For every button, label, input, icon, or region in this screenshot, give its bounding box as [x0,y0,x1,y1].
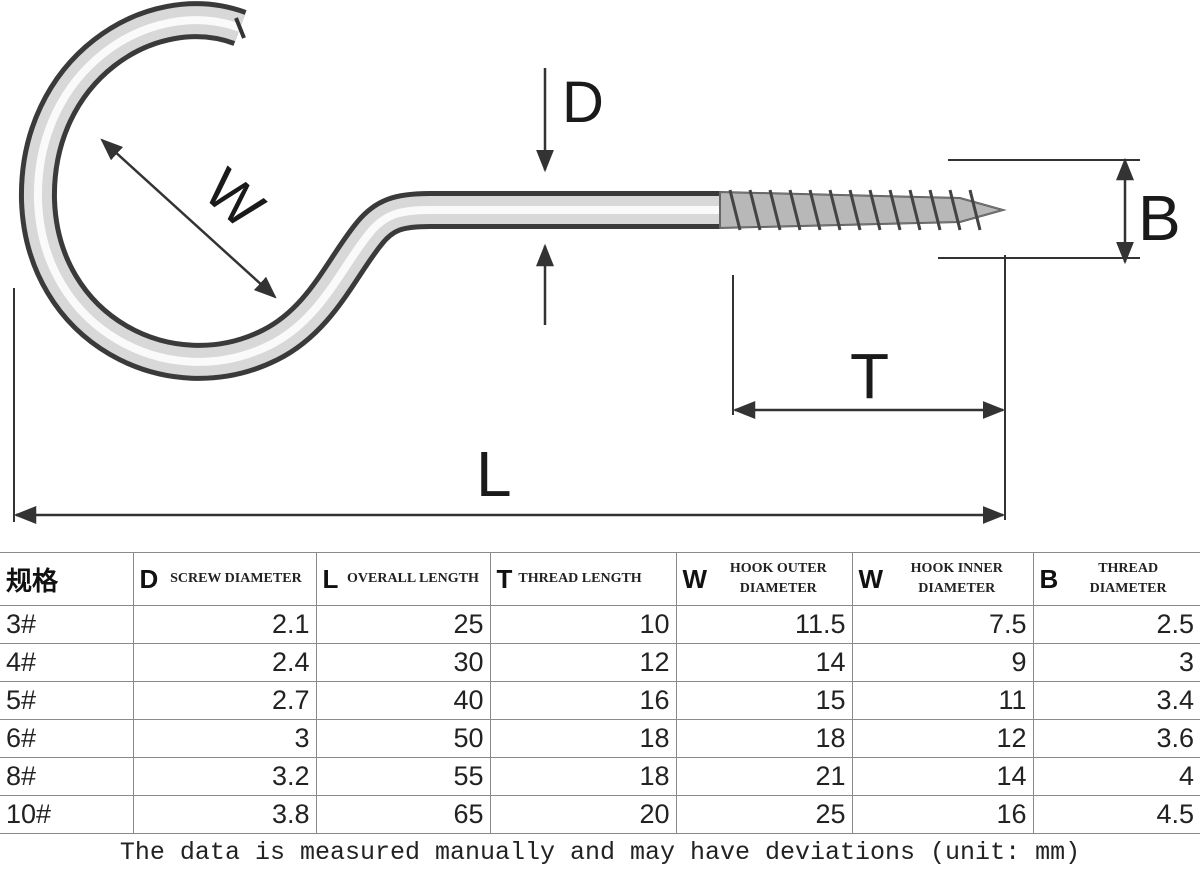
label-l: L [476,438,512,510]
value-cell: 20 [489,795,677,834]
label-b: B [1138,182,1181,254]
thread-tooth [888,189,902,231]
value-cell: 2.1 [132,605,317,644]
dimension-w: W [100,138,277,299]
value-cell: 3 [132,719,317,758]
screw-hook-diagram: D W B T L [13,1,1181,524]
value-cell: 9 [851,643,1034,682]
spec-label: 规格 [6,565,59,596]
size-cell: 8# [0,757,134,796]
value-cell: 50 [315,719,491,758]
thread-tooth [728,189,742,231]
header-symbol: L [322,563,339,594]
hook-body [18,1,720,381]
header-desc: THREAD LENGTH [518,571,642,586]
value-cell: 3 [1032,643,1200,682]
value-cell: 4.5 [1032,795,1200,834]
size-cell: 4# [0,643,134,682]
value-cell: 12 [489,643,677,682]
thread-tooth [928,189,942,231]
thread-tooth [968,189,982,231]
header-thread-length: T THREAD LENGTH [489,552,677,606]
value-cell: 40 [315,681,491,720]
header-desc: SCREW DIAMETER [170,571,302,586]
dimension-d: D [536,68,604,325]
value-cell: 4 [1032,757,1200,796]
spec-table: 规格 D SCREW DIAMETER L OVERALL LENGTH T THRE… [0,552,1200,834]
size-cell: 6# [0,719,134,758]
footnote: The data is measured manually and may ha… [119,838,1081,867]
value-cell: 11.5 [675,605,853,644]
value-cell: 25 [675,795,853,834]
header-spec: 规格 [0,552,134,606]
thread-tooth [768,189,782,231]
value-cell: 16 [489,681,677,720]
value-cell: 12 [851,719,1034,758]
header-symbol: W [858,563,884,594]
header-symbol: W [682,563,708,594]
value-cell: 25 [315,605,491,644]
value-cell: 18 [489,757,677,796]
value-cell: 21 [675,757,853,796]
header-symbol: B [1039,563,1059,594]
size-cell: 3# [0,605,134,644]
thread-tooth [828,189,842,231]
label-t: T [850,340,889,412]
dimension-b: B [938,157,1181,265]
header-desc: THREAD DIAMETER [1089,561,1167,596]
value-cell: 16 [851,795,1034,834]
value-cell: 15 [675,681,853,720]
value-cell: 2.7 [132,681,317,720]
value-cell: 2.5 [1032,605,1200,644]
header-thread-diameter: B THREAD DIAMETER [1032,552,1200,606]
value-cell: 11 [851,681,1034,720]
screw-thread [719,189,1007,231]
label-w: W [192,156,276,241]
size-cell: 5# [0,681,134,720]
dimension-l: L [13,288,1006,524]
value-cell: 30 [315,643,491,682]
header-desc: OVERALL LENGTH [347,571,479,586]
thread-tooth [848,189,862,231]
value-cell: 2.4 [132,643,317,682]
size-cell: 10# [0,795,134,834]
header-symbol: T [496,563,513,594]
header-desc: HOOK INNER DIAMETER [910,561,1003,596]
thread-tooth [948,189,962,231]
thread-tooth [788,189,802,231]
header-overall-length: L OVERALL LENGTH [315,552,491,606]
thread-tooth [908,189,922,231]
value-cell: 18 [489,719,677,758]
label-d: D [562,70,604,135]
value-cell: 14 [851,757,1034,796]
header-hook-outer-diameter: W HOOK OUTER DIAMETER [675,552,853,606]
value-cell: 65 [315,795,491,834]
dimension-t: T [732,255,1006,520]
value-cell: 7.5 [851,605,1034,644]
value-cell: 14 [675,643,853,682]
value-cell: 3.2 [132,757,317,796]
value-cell: 10 [489,605,677,644]
header-hook-inner-diameter: W HOOK INNER DIAMETER [851,552,1034,606]
thread-tooth [808,189,822,231]
value-cell: 55 [315,757,491,796]
value-cell: 3.8 [132,795,317,834]
thread-tooth [748,189,762,231]
value-cell: 18 [675,719,853,758]
thread-tooth [868,189,882,231]
header-screw-diameter: D SCREW DIAMETER [132,552,317,606]
header-symbol: D [139,563,159,594]
value-cell: 3.4 [1032,681,1200,720]
value-cell: 3.6 [1032,719,1200,758]
header-desc: HOOK OUTER DIAMETER [729,561,827,596]
table-header-row: 规格 D SCREW DIAMETER L OVERALL LENGTH T THRE… [0,552,1200,606]
